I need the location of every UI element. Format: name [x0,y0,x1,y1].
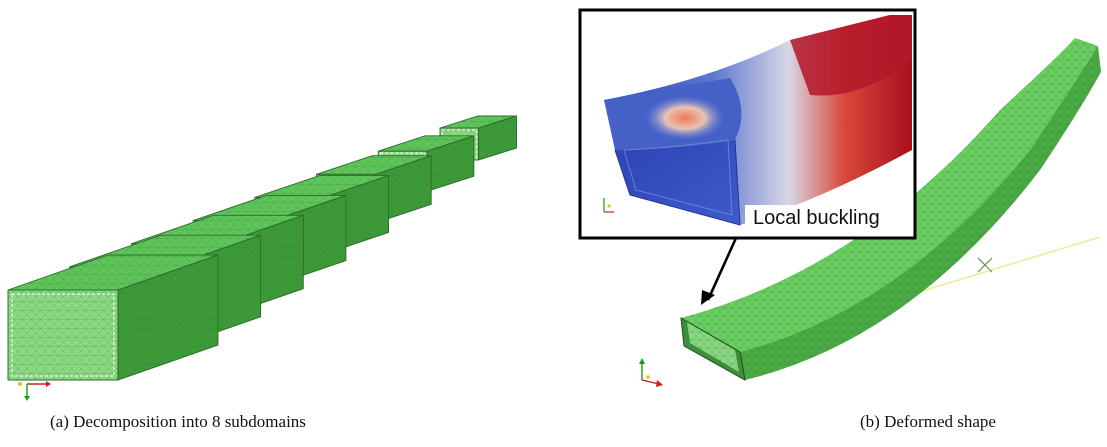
subdomain-box [7,254,219,381]
panel-b-deformed: Local buckling (b) Deformed shape [560,0,1107,447]
axis-triad-b-icon [639,358,663,387]
deformed-beam-view [578,8,1101,387]
subdomain-mesh-view [7,115,517,401]
cross-marker-icon [977,257,993,273]
deformed-beam [680,38,1101,381]
buckling-inset [578,8,917,240]
inset-axis-triad-icon [603,198,614,213]
axis-triad-icon [18,381,51,401]
caption-panel-a: (a) Decomposition into 8 subdomains [50,412,306,431]
inset-label: Local buckling [745,205,888,232]
caption-panel-b: (b) Deformed shape [860,412,996,431]
panel-a-subdomains: (a) Decomposition into 8 subdomains [7,115,517,431]
pointer-arrow [701,237,738,305]
